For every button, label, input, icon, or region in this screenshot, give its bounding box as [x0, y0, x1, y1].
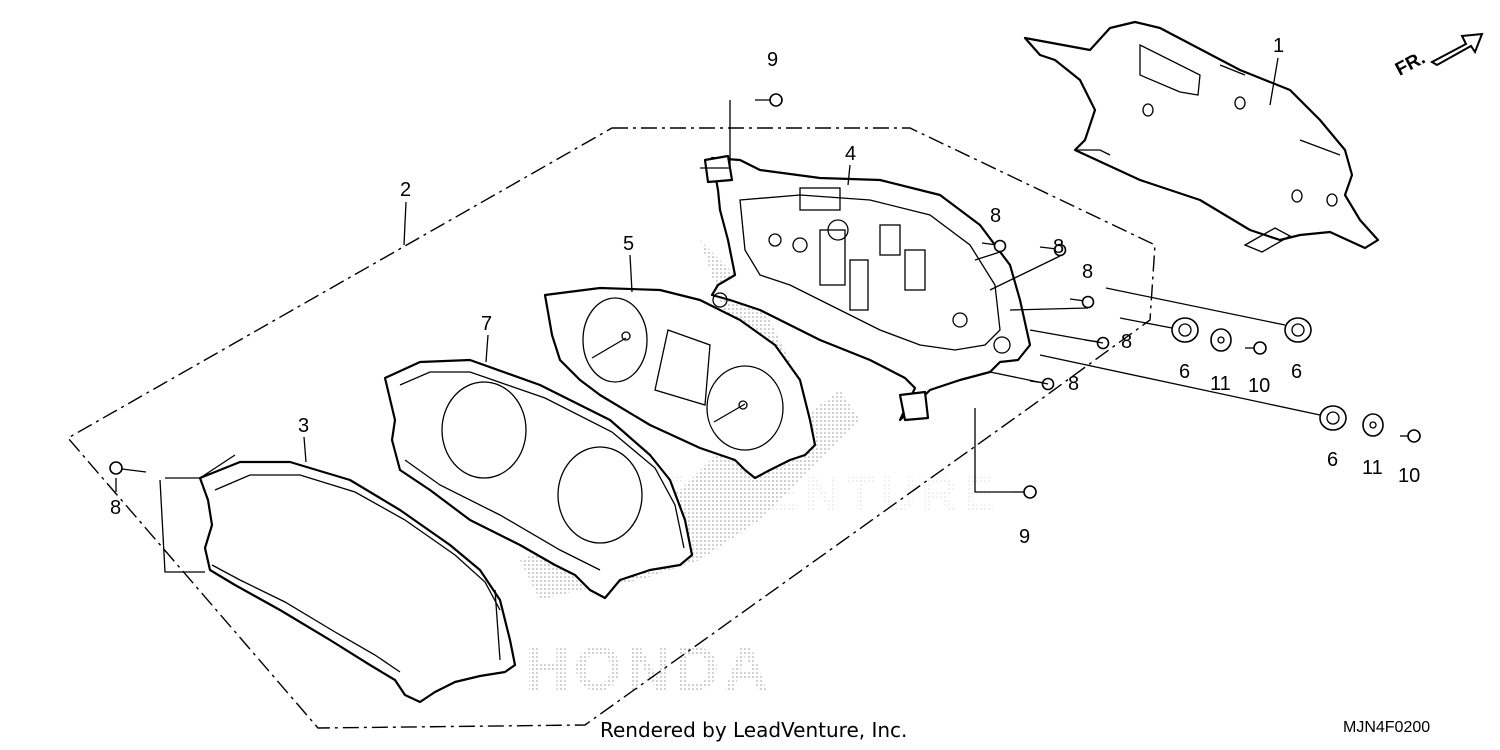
callout-7[interactable]: 7 [481, 313, 492, 335]
screw-9-bottom[interactable] [1012, 485, 1037, 499]
callout-3[interactable]: 3 [298, 415, 309, 437]
grommet-6-b[interactable] [1284, 317, 1312, 343]
callout-6-b[interactable]: 6 [1291, 361, 1302, 383]
screw-8-c[interactable] [1069, 295, 1095, 309]
fasteners [109, 93, 1421, 499]
callout-8-c[interactable]: 8 [1082, 261, 1093, 283]
callout-8-f[interactable]: 8 [110, 497, 121, 519]
callout-4[interactable]: 4 [845, 143, 856, 165]
leader-lines [115, 57, 1321, 493]
washer-11-a[interactable] [1210, 328, 1232, 352]
washer-11-b[interactable] [1362, 413, 1384, 437]
callout-5[interactable]: 5 [623, 233, 634, 255]
screw-8-d[interactable] [1084, 336, 1110, 350]
screw-8-left[interactable] [109, 461, 147, 475]
watermark-wing [520, 240, 860, 600]
callout-8-d[interactable]: 8 [1121, 331, 1132, 353]
part-7-meter-visor[interactable] [383, 358, 694, 600]
callout-6-a[interactable]: 6 [1179, 361, 1190, 383]
callout-9-a[interactable]: 9 [767, 49, 778, 71]
screw-8-b[interactable] [1039, 243, 1067, 257]
part-5-dial-board[interactable] [543, 286, 817, 480]
part-1-upper-cover[interactable] [1023, 20, 1380, 253]
callout-10-b[interactable]: 10 [1398, 465, 1420, 487]
part-4-meter-case[interactable] [703, 154, 1032, 422]
front-direction-arrow [1429, 32, 1484, 67]
callout-11-a[interactable]: 11 [1210, 373, 1231, 395]
callout-8-e[interactable]: 8 [1068, 373, 1079, 395]
grommet-6-a[interactable] [1171, 317, 1199, 343]
callout-1[interactable]: 1 [1273, 35, 1284, 57]
assembly-boundary [66, 127, 1156, 729]
collar-10-b[interactable] [1400, 429, 1421, 443]
callout-2[interactable]: 2 [400, 179, 411, 201]
watermark-honda: HONDA [525, 635, 772, 704]
diagram-code: MJN4F0200 [1343, 719, 1431, 736]
callout-11-b[interactable]: 11 [1362, 457, 1383, 479]
screw-9-top[interactable] [755, 93, 783, 107]
callout-8-a[interactable]: 8 [990, 205, 1001, 227]
callout-10-a[interactable]: 10 [1248, 375, 1270, 397]
collar-10-a[interactable] [1245, 341, 1267, 355]
callout-6-c[interactable]: 6 [1327, 449, 1338, 471]
screw-8-a[interactable] [981, 239, 1007, 253]
screw-8-e[interactable] [1029, 377, 1055, 391]
part-3-meter-lens[interactable] [159, 454, 517, 704]
callout-8-b[interactable]: 8 [1053, 236, 1064, 258]
callouts: 1 2 3 4 5 6 6 6 7 8 8 8 8 8 8 9 9 10 10 … [110, 35, 1420, 548]
callout-9-b[interactable]: 9 [1019, 526, 1030, 548]
grommet-6-c[interactable] [1319, 405, 1347, 431]
render-credit: Rendered by LeadVenture, Inc. [600, 718, 908, 742]
